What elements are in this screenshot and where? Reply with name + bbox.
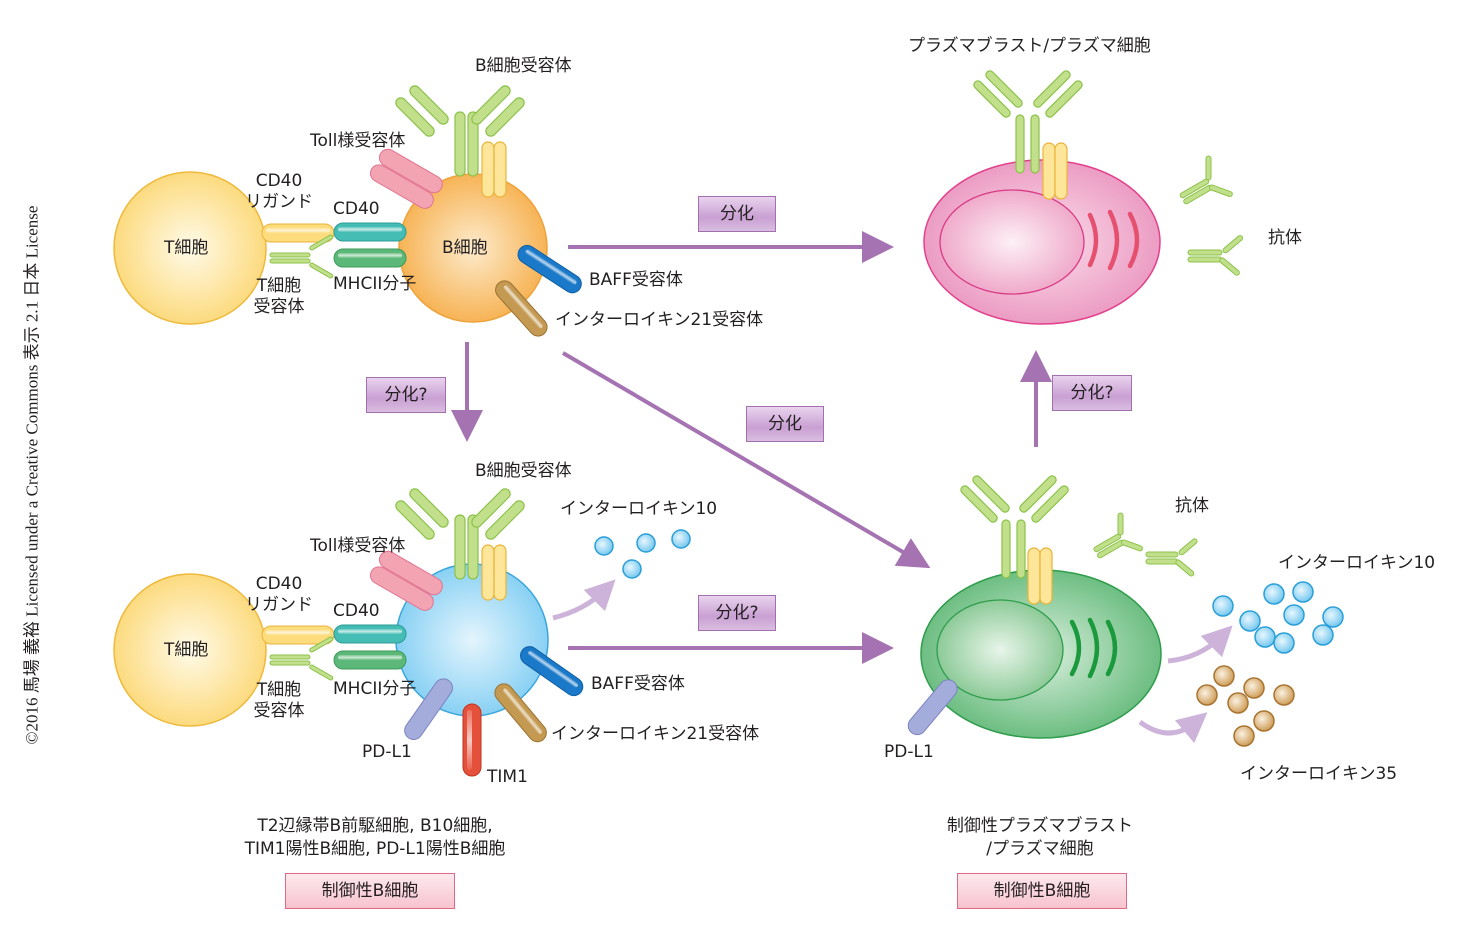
antibody-icon	[1145, 538, 1198, 577]
cd79-bottom	[481, 544, 507, 601]
cd40l-line-2: リガンド	[245, 595, 313, 615]
cd40l-line-2: リガンド	[245, 192, 313, 212]
copyright-notice: ©2016 馬場 義裕 Licensed under a Creative Co…	[22, 205, 42, 745]
t-cell-bottom-label: T細胞	[164, 640, 209, 660]
plasma-bcr	[973, 70, 1083, 174]
tlr-top-label: Toll様受容体	[310, 131, 406, 151]
cd40l-top	[261, 223, 335, 243]
reg-plasma-bcr	[960, 475, 1069, 579]
pdl1-bottom-label: PD-L1	[362, 742, 412, 762]
cd40-bottom-label: CD40	[333, 601, 380, 621]
il21r-top	[495, 280, 548, 337]
reg-plasma-description: 制御性プラズマブラスト /プラズマ細胞	[920, 815, 1160, 861]
plasma-cell-title: プラズマブラスト/プラズマ細胞	[908, 36, 1151, 56]
antibody-icon	[1179, 155, 1233, 205]
label-b-to-plasma: 分化	[698, 196, 776, 232]
il21r-top-label: インターロイキン21受容体	[555, 310, 764, 330]
tcr-top	[269, 234, 334, 279]
tlr-bottom	[369, 550, 443, 611]
tcr-line-2: 受容体	[253, 701, 305, 721]
antibody-top-label: 抗体	[1268, 228, 1302, 248]
antibody-icon	[1093, 512, 1143, 559]
plasma-cell-nucleus	[939, 189, 1085, 295]
label-reg-plasma-to-plasma: 分化?	[1052, 375, 1132, 411]
breg-tag: 制御性B細胞	[285, 873, 455, 909]
il35-particles-regplasma	[1196, 665, 1295, 747]
pdl1-bottom	[404, 678, 453, 740]
reg-plasma-cd79	[1027, 547, 1053, 605]
secretion-arrow-il10-regplasma	[1167, 625, 1233, 664]
bcr-bottom-label: B細胞受容体	[475, 461, 572, 481]
label-b-to-reg-plasma: 分化	[746, 406, 824, 442]
pdl1-regplasma-label: PD-L1	[884, 742, 934, 762]
breg-desc-line-2: TIM1陽性B細胞, PD-L1陽性B細胞	[244, 839, 506, 859]
tcr-top-label: T細胞 受容体	[244, 276, 314, 318]
breg-desc-line-1: T2辺縁帯B前駆細胞, B10細胞,	[257, 816, 493, 836]
bcr-top	[395, 85, 525, 177]
pdl1-reg-plasma	[907, 679, 958, 736]
il10-particles-regplasma	[1212, 581, 1344, 654]
tim1-label: TIM1	[487, 767, 528, 787]
tlr-top	[369, 148, 443, 209]
t-cell-bottom	[113, 573, 267, 727]
baffr-top	[517, 244, 582, 294]
b-cell-label: B細胞	[442, 238, 488, 258]
cd40l-line-1: CD40	[255, 574, 303, 594]
arrow-b-to-reg-plasma	[561, 351, 931, 569]
reg-plasma-nucleus	[936, 599, 1064, 701]
mhc2-bottom-label: MHCII分子	[333, 679, 417, 699]
label-breg-to-reg-plasma: 分化?	[698, 595, 776, 631]
tcr-bottom	[269, 636, 334, 681]
cd40-top	[333, 222, 407, 242]
breg-description: T2辺縁帯B前駆細胞, B10細胞, TIM1陽性B細胞, PD-L1陽性B細胞	[190, 815, 560, 861]
reg-plasma-tag: 制御性B細胞	[957, 873, 1127, 909]
il10-particles-breg	[594, 529, 691, 579]
mhc2-bottom	[333, 650, 407, 670]
baffr-top-label: BAFF受容体	[589, 270, 683, 290]
tcr-line-1: T細胞	[256, 276, 302, 296]
tlr-bottom-label: Toll様受容体	[310, 536, 406, 556]
baffr-bottom	[520, 646, 584, 697]
il21r-bottom	[494, 683, 547, 743]
bcr-top-label: B細胞受容体	[475, 56, 572, 76]
tcr-line-2: 受容体	[253, 297, 305, 317]
bcr-bottom	[395, 488, 525, 580]
plasma-cd79	[1042, 142, 1068, 200]
cd40l-bottom	[261, 625, 335, 645]
il21r-bottom-label: インターロイキン21受容体	[551, 724, 760, 744]
il35-label: インターロイキン35	[1240, 764, 1398, 784]
reg-plasma-er	[1069, 617, 1118, 679]
cd40l-top-label: CD40 リガンド	[244, 171, 314, 213]
tcr-line-1: T細胞	[256, 680, 302, 700]
baffr-bottom-label: BAFF受容体	[591, 674, 685, 694]
cd40l-bottom-label: CD40 リガンド	[244, 574, 314, 616]
reg-plasma-desc-line-2: /プラズマ細胞	[986, 839, 1094, 859]
plasma-cell-er	[1087, 209, 1140, 271]
tim1-bottom	[462, 703, 482, 777]
antibody-bottom-label: 抗体	[1175, 496, 1209, 516]
mhc2-top-label: MHCII分子	[333, 274, 417, 294]
mhc2-top	[333, 248, 407, 268]
antibody-icon	[1187, 235, 1244, 276]
cd40-top-label: CD40	[333, 199, 380, 219]
secretion-arrow-il10-breg	[552, 579, 616, 621]
secretion-arrow-il35-regplasma	[1138, 712, 1208, 744]
cd40l-line-1: CD40	[255, 171, 303, 191]
cd40-bottom	[333, 624, 407, 644]
cd79-top	[481, 141, 507, 198]
il10-breg-label: インターロイキン10	[560, 499, 718, 519]
il10-regplasma-label: インターロイキン10	[1278, 553, 1436, 573]
t-cell-top	[113, 171, 267, 325]
reg-plasma-desc-line-1: 制御性プラズマブラスト	[946, 816, 1134, 836]
label-b-to-breg: 分化?	[366, 377, 446, 413]
t-cell-top-label: T細胞	[164, 238, 209, 258]
tcr-bottom-label: T細胞 受容体	[244, 680, 314, 722]
